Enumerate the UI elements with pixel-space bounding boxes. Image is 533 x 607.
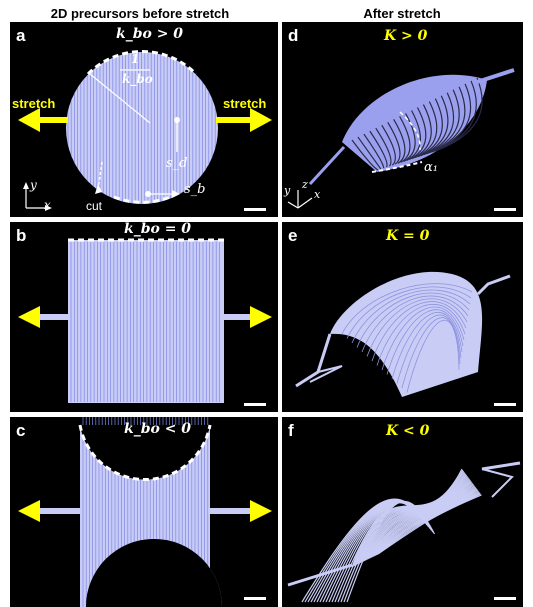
panel-label-d: d (288, 26, 299, 45)
saddle-precursor (80, 425, 222, 607)
dashed-boundary-top (86, 50, 198, 76)
ribbon-lines (301, 468, 482, 603)
panel-d-figure (287, 68, 515, 209)
gauss-label-d: K > 0 (384, 28, 428, 44)
ribbon-lines (351, 77, 483, 171)
panel-e: e K = 0 (282, 222, 523, 412)
right-column-header: After stretch (363, 6, 441, 21)
scale-bar-f (494, 597, 516, 600)
ribbon-lines (341, 283, 473, 393)
stretch-label-left: stretch (12, 96, 56, 111)
radius-numerator: 1 (131, 52, 140, 66)
s-b-label: s_b (184, 182, 206, 197)
panel-label-b: b (16, 226, 27, 245)
curvature-label-c: k_bo < 0 (124, 421, 192, 437)
ribbon-lines (70, 242, 220, 402)
axis-y-label-a: y (30, 178, 37, 192)
stretch-arrow-right (250, 500, 272, 522)
cut-label: cut (86, 199, 103, 213)
axis-x-label-d: x (314, 188, 321, 201)
panel-e-figure (295, 271, 511, 397)
panel-label-c: c (16, 421, 26, 440)
panel-c: c k_bo < 0 (10, 417, 278, 607)
scale-bar-e (494, 403, 516, 406)
dome-structure (342, 74, 487, 172)
square-precursor (68, 240, 224, 403)
dashed-boundary-bottom (113, 195, 171, 204)
stretch-arrow-left (18, 108, 40, 132)
panel-a-figure (18, 50, 272, 211)
panel-c-figure (18, 417, 272, 607)
stretch-arrow-left (18, 306, 40, 328)
scale-bar-b (244, 403, 266, 406)
axis-z-label-d: z (302, 178, 308, 191)
panel-b: b k_bo = 0 (10, 222, 278, 412)
gauss-label-e: K = 0 (386, 228, 430, 244)
scale-bar-d (494, 208, 516, 211)
radius-line (89, 73, 151, 124)
curvature-label-a: k_bo > 0 (116, 26, 184, 42)
axis-x-label-a: x (44, 198, 51, 212)
panel-a: a k_bo > 0 1 k_bo stretch stretch s_d s_… (10, 22, 278, 217)
panel-label-a: a (16, 26, 26, 45)
stretch-arrow-right (250, 306, 272, 328)
panel-label-e: e (288, 226, 298, 245)
stretch-label-right: stretch (223, 96, 267, 111)
cylinder-structure (330, 271, 483, 397)
panel-f: f K < 0 (282, 417, 523, 607)
curvature-label-b: k_bo = 0 (124, 222, 192, 237)
gauss-label-f: K < 0 (386, 423, 430, 439)
alpha-label: α₁ (424, 160, 438, 175)
stretch-arrow-right (250, 108, 272, 132)
radius-denominator: k_bo (122, 72, 153, 86)
scale-bar-c (244, 597, 266, 600)
s-d-label: s_d (166, 156, 188, 171)
panel-f-figure (287, 461, 521, 603)
stretch-arrow-left (18, 500, 40, 522)
panel-d: d K > 0 α₁ z x y (282, 22, 523, 217)
scale-bar-a (244, 208, 266, 211)
panel-b-figure (18, 238, 272, 403)
panel-label-f: f (288, 421, 294, 440)
dashed-boundary-top (78, 424, 212, 482)
axis-y-label-d: y (284, 184, 291, 197)
left-column-header: 2D precursors before stretch (50, 6, 230, 21)
